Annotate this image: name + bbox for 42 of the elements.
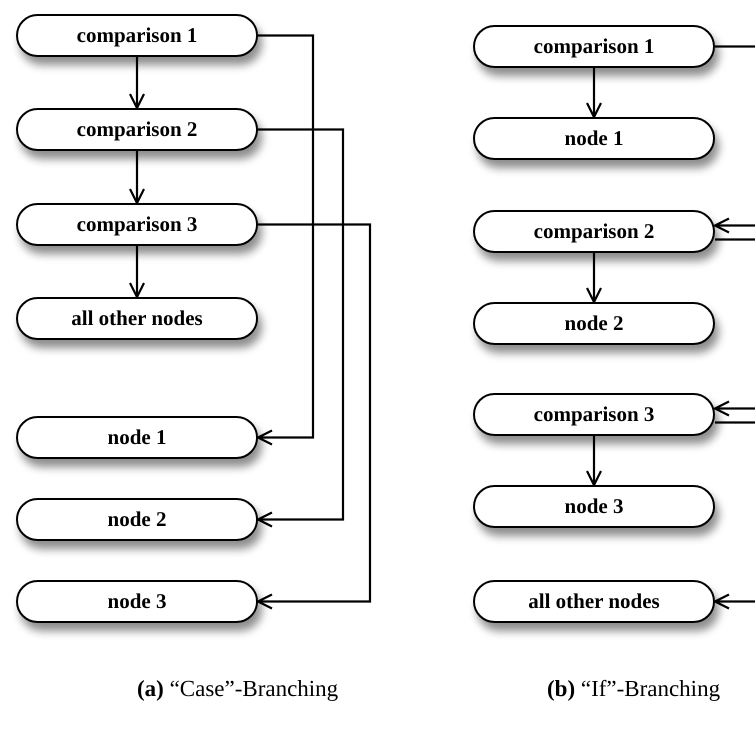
rounded-node — [16, 14, 258, 57]
rounded-node — [473, 393, 715, 436]
node-label: node 1 — [108, 425, 166, 450]
arrow — [586, 68, 602, 118]
node-label: comparison 2 — [76, 117, 198, 142]
node-label: all other nodes — [528, 589, 660, 614]
rounded-node — [473, 210, 715, 253]
rounded-node — [473, 302, 715, 345]
rounded-node — [16, 297, 258, 340]
arrow — [128, 246, 146, 298]
arrow — [256, 128, 344, 528]
arrow — [586, 253, 602, 304]
node-label: node 2 — [564, 311, 624, 336]
node-label: comparison 1 — [76, 23, 198, 48]
rounded-node — [473, 25, 715, 68]
node-label: all other nodes — [71, 306, 203, 331]
node-label: comparison 1 — [534, 34, 654, 59]
node-label: comparison 2 — [534, 219, 654, 244]
node-label: node 3 — [108, 589, 166, 614]
rounded-node — [16, 108, 258, 151]
subfigure-caption: (b) “If”-Branching — [547, 676, 720, 702]
arrow — [256, 223, 372, 610]
node-label: comparison 3 — [534, 402, 654, 427]
rounded-node — [473, 485, 715, 528]
rounded-node — [473, 117, 715, 160]
arrow — [714, 400, 755, 417]
arrow — [714, 217, 755, 234]
node-label: node 3 — [564, 494, 624, 519]
arrow — [586, 436, 602, 486]
arrow — [714, 593, 755, 610]
node-label: node 1 — [564, 126, 624, 151]
rounded-node — [473, 580, 715, 623]
node-label: node 2 — [108, 507, 166, 532]
arrow — [256, 34, 314, 446]
rounded-node — [16, 580, 258, 623]
rounded-node — [16, 498, 258, 541]
arrow — [128, 151, 146, 204]
subfigure-caption: (a) “Case”-Branching — [137, 676, 338, 702]
rounded-node — [16, 416, 258, 459]
node-label: comparison 3 — [76, 212, 198, 237]
rounded-node — [16, 203, 258, 246]
arrow — [128, 57, 146, 110]
